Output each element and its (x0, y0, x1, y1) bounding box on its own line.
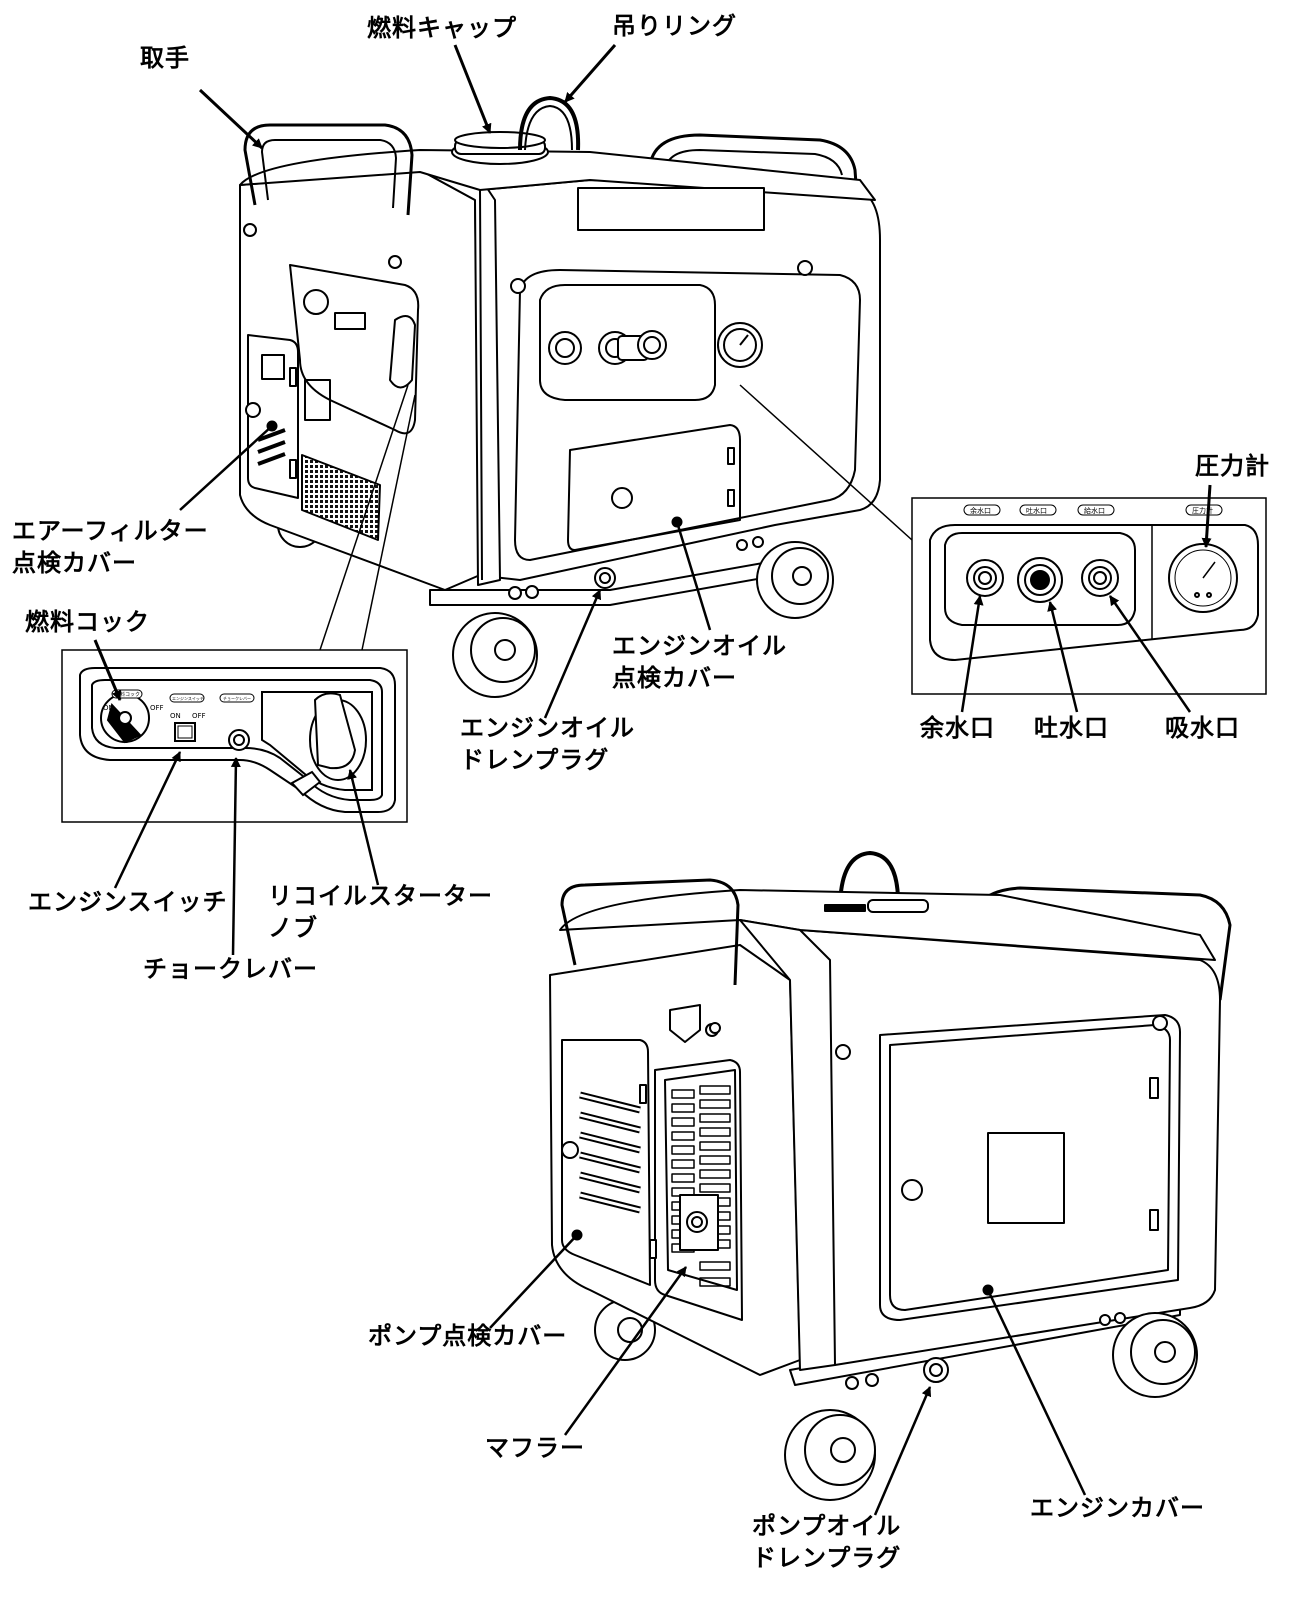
tag-discharge: 吐水口 (1026, 506, 1047, 515)
label-fuel-cock: 燃料コック (25, 608, 150, 636)
fuel-cock-on-tag: ON (103, 704, 114, 712)
leader-engine-cover (986, 1289, 1087, 1496)
label-choke-lever: チョークレバー (143, 955, 318, 983)
top-machine (239, 96, 881, 698)
label-air-filter-cover-line1: エアーフィルター (12, 517, 209, 545)
switch-on-tag: ON (170, 712, 181, 720)
switch-off-tag: OFF (192, 712, 206, 720)
leader-muffler (563, 1266, 688, 1436)
label-air-filter-cover-line2: 点検カバー (12, 549, 137, 577)
label-engine-oil-drain-line2: ドレンプラグ (460, 746, 610, 774)
fuel-cock-tag: 燃料コック (115, 691, 140, 698)
label-engine-oil-cover: エンジンオイル 点検カバー (612, 630, 787, 694)
leader-handle (198, 88, 264, 150)
leader-air-filter-dot (266, 420, 278, 432)
leader-recoil (347, 769, 380, 886)
leader-pressure-gauge (1201, 484, 1212, 548)
label-air-filter-cover: エアーフィルター 点検カバー (12, 515, 209, 579)
label-fuel-cap: 燃料キャップ (367, 14, 517, 42)
engine-switch-tag: エンジンスイッチ (172, 696, 204, 701)
label-pump-oil-drain-line2: ドレンプラグ (752, 1544, 902, 1572)
bottom-machine (549, 851, 1232, 1501)
label-recoil-starter-line2: ノブ (268, 914, 318, 942)
leader-fuel-cap (453, 44, 492, 134)
label-engine-switch: エンジンスイッチ (28, 888, 228, 916)
leader-engine-cover-dot (982, 1284, 994, 1296)
fuel-cock-off-tag: OFF (150, 704, 164, 712)
label-recoil-starter: リコイルスターター ノブ (268, 880, 493, 944)
leader-engine-oil-drain (543, 589, 602, 719)
label-engine-oil-drain: エンジンオイル ドレンプラグ (460, 712, 635, 776)
tag-gauge: 圧力計 (1192, 506, 1213, 515)
leader-intake (1108, 595, 1192, 713)
label-surplus-port: 余水口 (920, 714, 995, 742)
leader-fuel-cock (93, 639, 122, 701)
label-pump-oil-drain: ポンプオイル ドレンプラグ (752, 1510, 901, 1574)
leader-choke (230, 757, 241, 956)
label-engine-oil-cover-line1: エンジンオイル (612, 632, 787, 660)
label-engine-oil-cover-line2: 点検カバー (612, 664, 737, 692)
label-pump-oil-drain-line1: ポンプオイル (752, 1512, 902, 1540)
leader-lines (93, 44, 1212, 1516)
label-handle: 取手 (140, 44, 190, 72)
tag-surplus: 余水口 (970, 506, 991, 515)
leader-lift-ring (563, 44, 617, 103)
choke-tag: チョークレバー (223, 695, 251, 701)
leader-engine-switch (113, 751, 182, 889)
ports-inset (911, 497, 1267, 695)
leader-air-filter (179, 425, 273, 511)
leader-pump-cover-dot (571, 1229, 583, 1241)
label-discharge-port: 吐水口 (1034, 714, 1109, 742)
tag-supply: 給水口 (1084, 506, 1105, 515)
label-engine-oil-drain-line1: エンジンオイル (460, 714, 635, 742)
leader-pump-cover (489, 1234, 578, 1329)
leader-engine-oil-cover-dot (671, 516, 683, 528)
label-lift-ring: 吊りリング (612, 12, 737, 40)
label-intake-port: 吸水口 (1165, 714, 1240, 742)
leader-pump-oil-drain (873, 1386, 932, 1516)
leader-surplus (960, 595, 984, 713)
label-pump-cover: ポンプ点検カバー (368, 1322, 568, 1350)
label-recoil-starter-line1: リコイルスターター (268, 882, 493, 910)
leader-engine-oil-cover (675, 521, 712, 631)
label-muffler: マフラー (485, 1434, 585, 1462)
label-pressure-gauge: 圧力計 (1195, 452, 1270, 480)
label-engine-cover: エンジンカバー (1030, 1494, 1205, 1522)
leader-discharge (1047, 601, 1079, 713)
